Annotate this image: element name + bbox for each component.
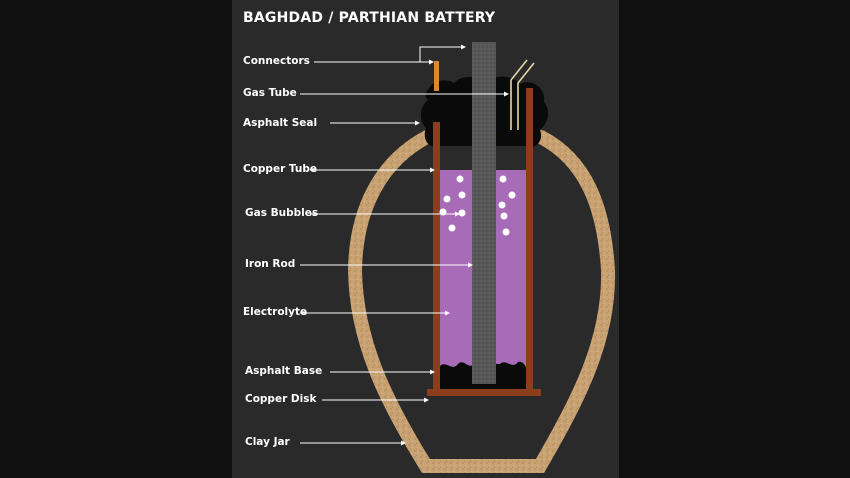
label-clay-jar: Clay Jar bbox=[245, 436, 290, 448]
leader-lines bbox=[300, 46, 505, 444]
label-copper-disk: Copper Disk bbox=[245, 393, 317, 405]
diagram-title: BAGHDAD / PARTHIAN BATTERY bbox=[243, 10, 496, 26]
label-connectors: Connectors bbox=[243, 55, 310, 67]
leader-connectors bbox=[314, 46, 462, 63]
label-iron-rod: Iron Rod bbox=[245, 258, 296, 270]
copper-disk bbox=[427, 389, 541, 396]
gas-bubbles bbox=[439, 175, 516, 236]
iron-rod bbox=[472, 42, 496, 384]
gas-tube bbox=[510, 59, 535, 130]
copper-tube-right-wall bbox=[526, 88, 533, 392]
label-asphalt-base: Asphalt Base bbox=[245, 365, 323, 377]
copper-tube-left-wall bbox=[433, 122, 440, 392]
connector-copper bbox=[434, 61, 439, 91]
label-gas-bubbles: Gas Bubbles bbox=[245, 207, 319, 219]
label-asphalt-seal: Asphalt Seal bbox=[243, 117, 318, 129]
label-copper-tube: Copper Tube bbox=[243, 163, 318, 175]
leader-arrowheads bbox=[401, 44, 509, 446]
clay-jar bbox=[347, 130, 616, 473]
label-gas-tube: Gas Tube bbox=[243, 87, 297, 99]
label-electrolyte: Electrolyte bbox=[243, 306, 308, 318]
